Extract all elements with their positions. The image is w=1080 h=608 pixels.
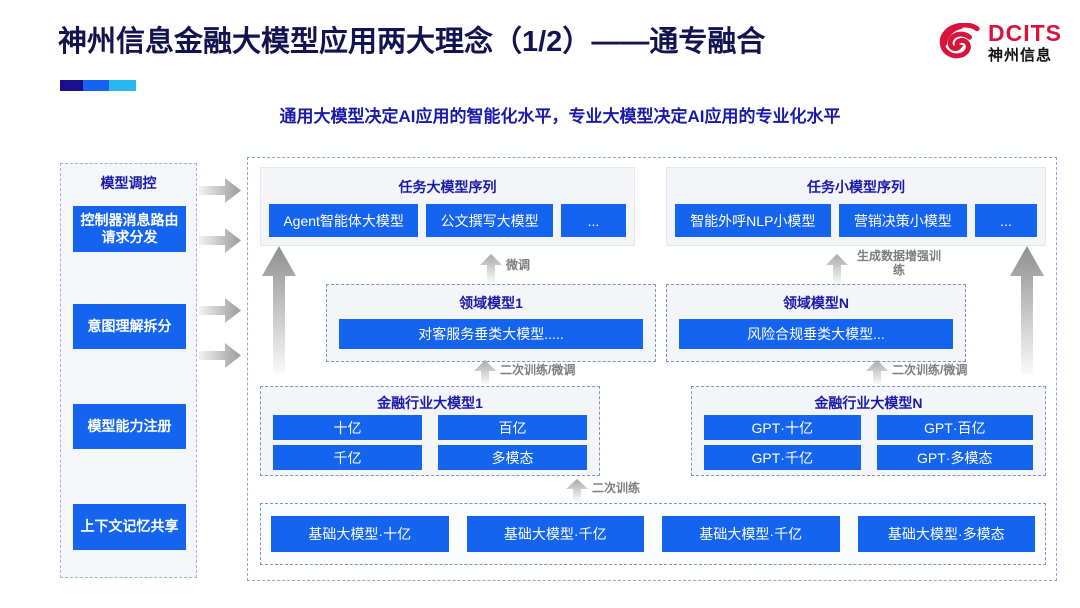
chip-more-large-models[interactable]: ... — [561, 204, 626, 237]
finance-industry-model-1-title: 金融行业大模型1 — [377, 395, 483, 411]
chip-marketing-model[interactable]: 营销决策小模型 — [838, 204, 968, 237]
control-item-intent[interactable]: 意图理解拆分 — [73, 304, 186, 349]
connector-arrow-right-1 — [199, 178, 241, 203]
chip-base-trillion-2[interactable]: 基础大模型·千亿 — [662, 516, 840, 552]
chip-finn-gpt-billion[interactable]: GPT·十亿 — [704, 415, 861, 440]
page-title: 神州信息金融大模型应用两大理念（1/2）——通专融合 — [58, 26, 766, 58]
chip-outbound-nlp-model[interactable]: 智能外呼NLP小模型 — [675, 204, 831, 237]
flow-arrow-up-right-edge — [1010, 246, 1044, 374]
label-retrain: 二次训练 — [592, 481, 641, 495]
finance-industry-model-1-group: 金融行业大模型1 十亿 百亿 千亿 多模态 — [260, 386, 600, 476]
base-model-group: 基础大模型·十亿 基础大模型·千亿 基础大模型·千亿 基础大模型·多模态 — [260, 503, 1046, 565]
task-large-model-sequence: 任务大模型序列 Agent智能体大模型 公文撰写大模型 ... — [260, 167, 635, 246]
flow-arrow-up-gen-data — [826, 254, 848, 284]
chip-more-small-models[interactable]: ... — [975, 204, 1038, 237]
flow-arrow-up-retrain — [566, 479, 588, 501]
chip-risk-compliance-vertical-model[interactable]: 风险合规垂类大模型... — [679, 319, 953, 349]
brand-logo: DCITS 神州信息 — [939, 22, 1062, 63]
title-accent-bar — [60, 80, 136, 91]
control-item-router[interactable]: 控制器消息路由请求分发 — [73, 206, 186, 252]
task-large-model-sequence-title: 任务大模型序列 — [398, 179, 497, 195]
chip-fin1-billion[interactable]: 十亿 — [273, 415, 422, 440]
label-retrain-finetune-right: 二次训练/微调 — [892, 363, 968, 377]
finance-industry-model-n-title: 金融行业大模型N — [814, 395, 923, 411]
chip-fin1-trillion[interactable]: 千亿 — [273, 445, 422, 470]
label-finetune: 微调 — [506, 258, 531, 272]
control-item-registry[interactable]: 模型能力注册 — [73, 404, 186, 449]
domain-model-n-title: 领域模型N — [782, 295, 850, 311]
chip-customer-service-vertical-model[interactable]: 对客服务垂类大模型..... — [339, 319, 643, 349]
connector-arrow-right-4 — [199, 343, 241, 368]
chip-agent-large-model[interactable]: Agent智能体大模型 — [269, 204, 419, 237]
chip-base-trillion-1[interactable]: 基础大模型·千亿 — [466, 516, 644, 552]
task-small-model-sequence-title: 任务小模型序列 — [807, 179, 905, 195]
connector-arrow-right-2 — [199, 228, 241, 253]
flow-arrow-up-left-edge — [262, 246, 296, 374]
flow-arrow-up-retrain-right — [866, 360, 888, 384]
chip-finn-gpt-multimodal[interactable]: GPT·多模态 — [876, 445, 1033, 470]
flow-arrow-up-retrain-left — [474, 360, 496, 384]
label-retrain-finetune-left: 二次训练/微调 — [500, 363, 576, 377]
logo-wordmark: DCITS — [988, 20, 1062, 46]
chip-fin1-multimodal[interactable]: 多模态 — [438, 445, 587, 470]
control-item-memory[interactable]: 上下文记忆共享 — [73, 504, 186, 550]
chip-finn-gpt-ten-billion[interactable]: GPT·百亿 — [876, 415, 1033, 440]
chip-fin1-ten-billion[interactable]: 百亿 — [438, 415, 587, 440]
domain-model-1-group: 领域模型1 对客服务垂类大模型..... — [326, 284, 656, 362]
page-subtitle: 通用大模型决定AI应用的智能化水平，专业大模型决定AI应用的专业化水平 — [279, 107, 841, 126]
model-control-title: 模型调控 — [100, 175, 157, 191]
dcits-swirl-icon — [939, 22, 980, 58]
connector-arrow-right-3 — [199, 298, 241, 323]
label-gen-data-augmentation: 生成数据增强训练 — [856, 249, 941, 277]
chip-base-billion[interactable]: 基础大模型·十亿 — [271, 516, 449, 552]
model-control-panel: 模型调控 控制器消息路由请求分发 意图理解拆分 模型能力注册 上下文记忆共享 — [60, 163, 197, 578]
flow-arrow-up-finetune — [480, 254, 502, 282]
chip-finn-gpt-trillion[interactable]: GPT·千亿 — [704, 445, 861, 470]
task-small-model-sequence: 任务小模型序列 智能外呼NLP小模型 营销决策小模型 ... — [666, 167, 1046, 246]
logo-subtext: 神州信息 — [988, 47, 1053, 64]
chip-base-multimodal[interactable]: 基础大模型·多模态 — [857, 516, 1035, 552]
architecture-diagram: 任务大模型序列 Agent智能体大模型 公文撰写大模型 ... 任务小模型序列 … — [247, 157, 1057, 581]
domain-model-1-title: 领域模型1 — [459, 295, 523, 311]
domain-model-n-group: 领域模型N 风险合规垂类大模型... — [666, 284, 966, 362]
finance-industry-model-n-group: 金融行业大模型N GPT·十亿 GPT·百亿 GPT·千亿 GPT·多模态 — [691, 386, 1046, 476]
chip-doc-writing-model[interactable]: 公文撰写大模型 — [426, 204, 553, 237]
